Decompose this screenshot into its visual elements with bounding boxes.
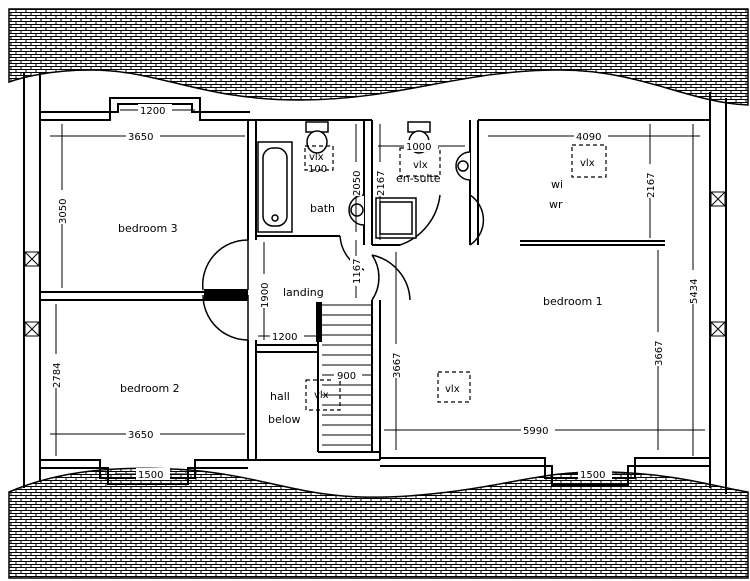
dim-1500-left: 1500 [138,470,163,481]
dim-5990: 5990 [523,426,548,437]
velux-markers [304,144,607,411]
dim-3667-right: 3667 [654,341,665,366]
dim-3667-left: 3667 [392,353,403,378]
dim-1500-right: 1500 [580,470,605,481]
velux-label-stairs: vlx [314,390,329,401]
room-label-bedroom-3: bedroom 3 [118,222,178,235]
dim-900: 900 [337,371,356,382]
basin-ensuite-icon [455,151,471,181]
dim-3650-bottom: 3650 [128,430,153,441]
dim-2167-ensuite: 2167 [376,171,387,196]
room-label-bedroom-1: bedroom 1 [543,295,603,308]
dim-1000: 1000 [406,142,431,153]
dim-1167: 1167 [352,259,363,284]
stair-treads [322,304,372,446]
bath-tub-icon [257,141,293,233]
roof-hatch-top [8,8,749,106]
dim-3050: 3050 [58,199,69,224]
dim-2050: 2050 [352,171,363,196]
dim-4090: 4090 [576,132,601,143]
stair-post [316,302,322,342]
room-label-landing: landing [283,286,324,299]
dim-1200-top: 1200 [140,106,165,117]
basin-icon [348,194,365,226]
side-windows [24,191,726,337]
toilet-icon [305,121,329,154]
dimension-labels: 1200 3650 3050 4090 2167 5434 1000 100 2… [50,104,700,481]
velux-label-ensuite: vlx [413,160,428,171]
velux-label-bath: vlx [309,152,324,163]
room-label-ensuite: en-suite [396,172,441,185]
shower-tray-icon [375,197,417,239]
room-label-below: below [268,413,301,426]
velux-label-bedroom-1: vlx [580,158,595,169]
dim-2784: 2784 [52,363,63,388]
roof-hatch-bottom [8,467,749,579]
dim-100: 100 [308,164,327,175]
room-label-wi: wi [551,178,563,191]
dim-1900: 1900 [260,283,271,308]
internal-walls [40,119,710,461]
dim-1200-landing: 1200 [272,332,297,343]
room-label-bedroom-2: bedroom 2 [120,382,180,395]
dim-2167-right: 2167 [646,173,657,198]
room-label-bath: bath [310,202,335,215]
dim-3650-top: 3650 [128,132,153,143]
dim-5434: 5434 [689,279,700,304]
room-label-hall: hall [270,390,290,403]
room-label-wr: wr [549,198,563,211]
velux-label-bedroom-1-lower: vlx [445,384,460,395]
door-swings [201,194,485,341]
